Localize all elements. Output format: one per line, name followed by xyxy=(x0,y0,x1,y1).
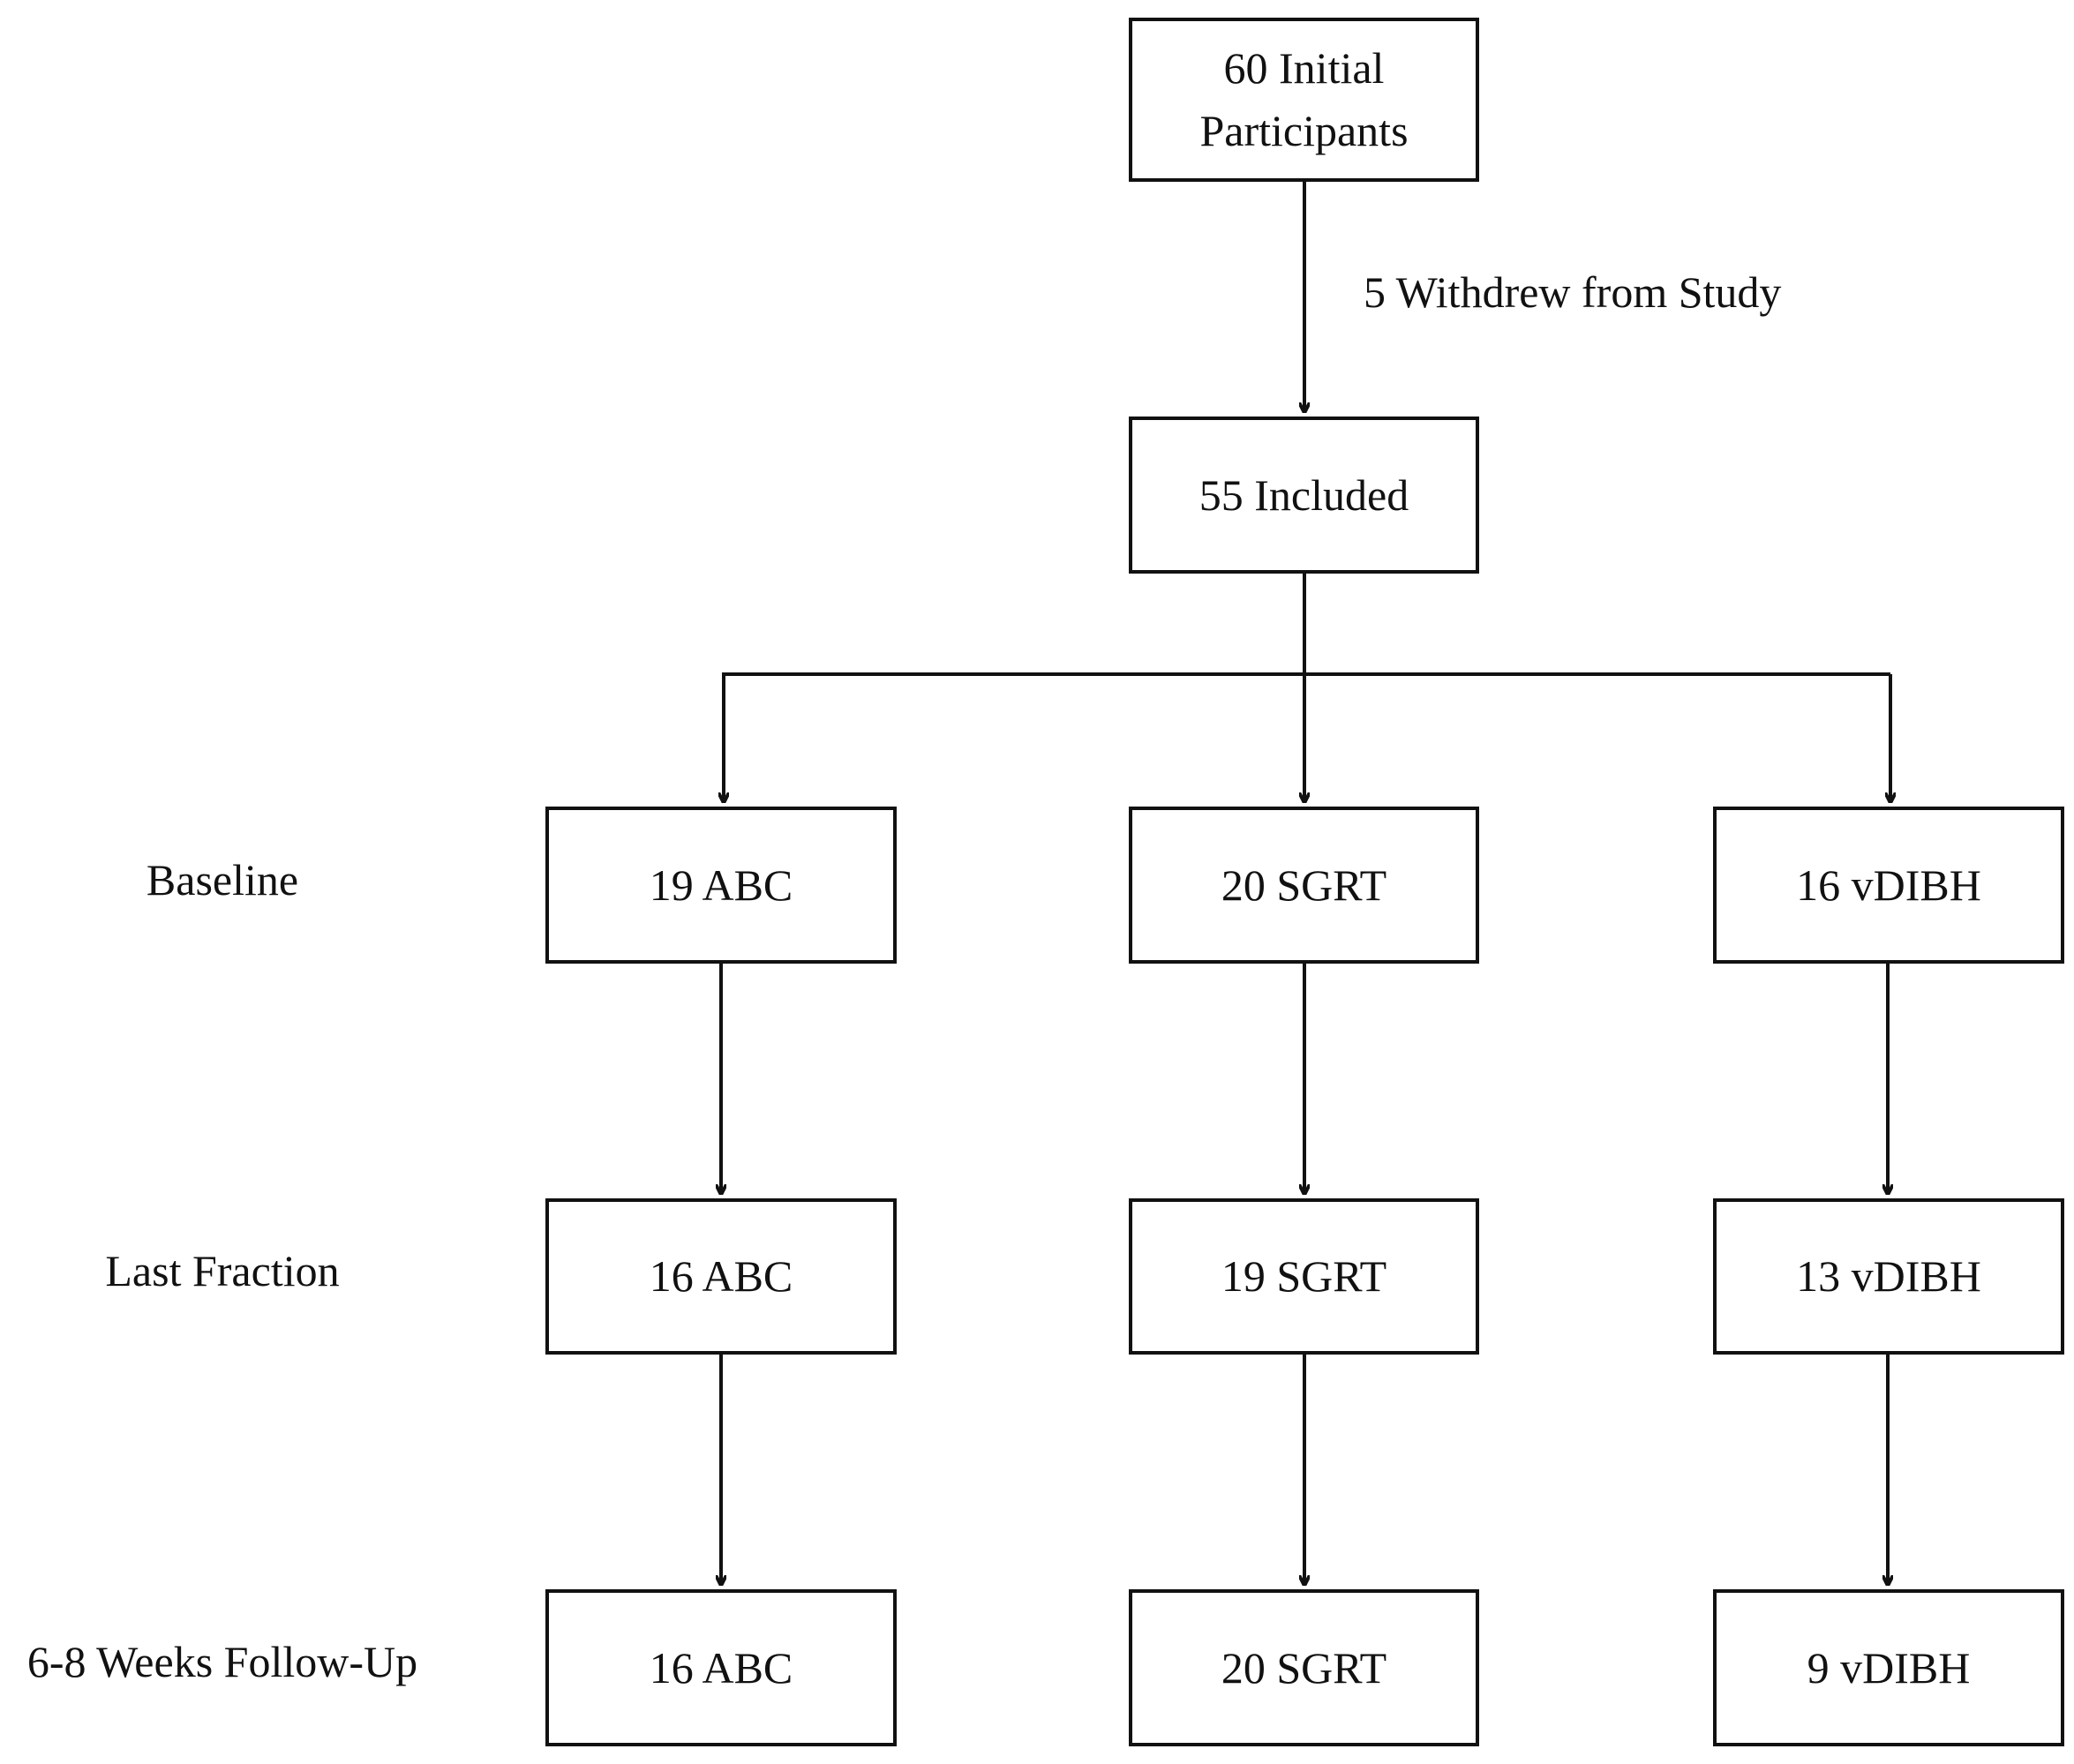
node-last-fraction-vdibh: 13 vDIBH xyxy=(1713,1198,2064,1355)
node-follow-up-vdibh: 9 vDIBH xyxy=(1713,1589,2064,1746)
node-baseline-vdibh: 16 vDIBH xyxy=(1713,807,2064,964)
node-last-fraction-abc: 16 ABC xyxy=(545,1198,897,1355)
withdrew-label: 5 Withdrew from Study xyxy=(1364,267,1782,317)
node-baseline-sgrt: 20 SGRT xyxy=(1129,807,1479,964)
node-last-fraction-sgrt: 19 SGRT xyxy=(1129,1198,1479,1355)
node-follow-up-abc: 16 ABC xyxy=(545,1589,897,1746)
node-initial-participants: 60 Initial Participants xyxy=(1129,18,1479,182)
node-included: 55 Included xyxy=(1129,417,1479,574)
node-follow-up-sgrt: 20 SGRT xyxy=(1129,1589,1479,1746)
stage-label-last-fraction: Last Fraction xyxy=(105,1246,340,1295)
stage-label-follow-up: 6-8 Weeks Follow-Up xyxy=(26,1637,418,1686)
node-baseline-abc: 19 ABC xyxy=(545,807,897,964)
stage-label-baseline: Baseline xyxy=(146,855,299,905)
